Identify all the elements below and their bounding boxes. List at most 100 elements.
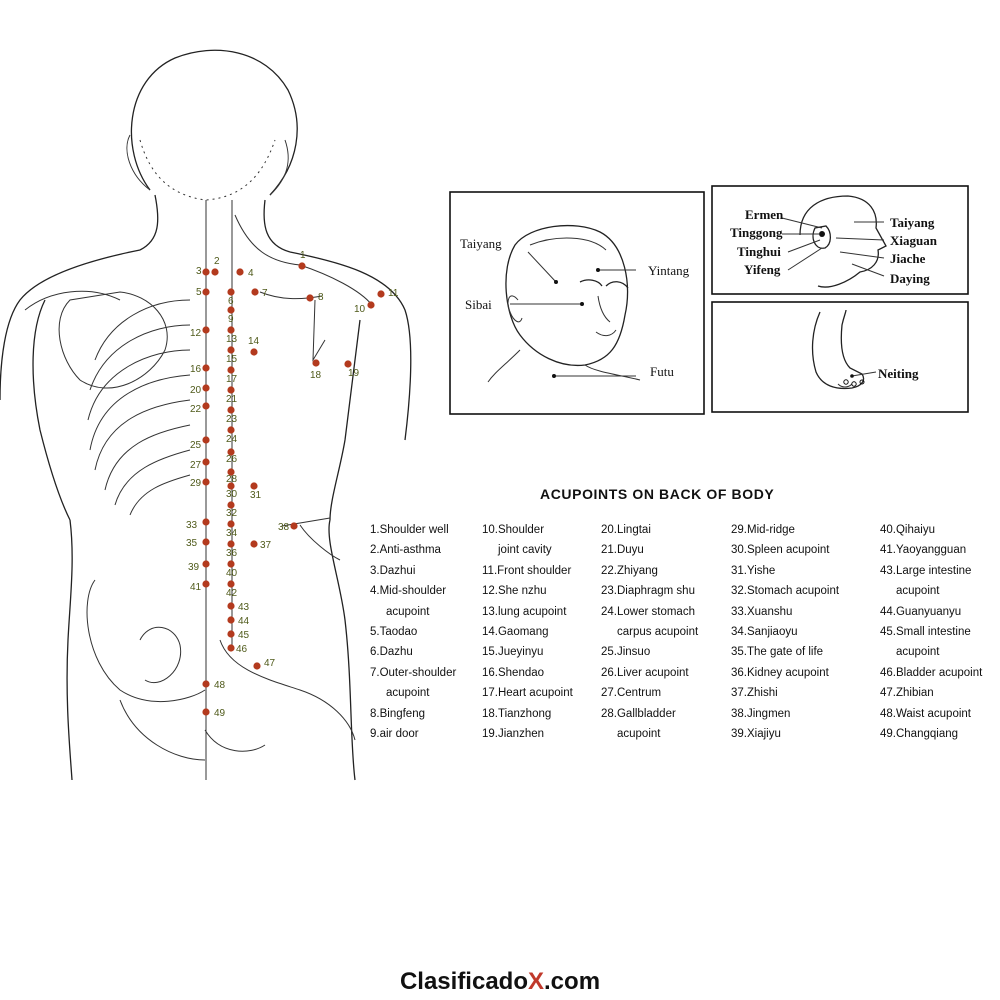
acupoint-11: 11 bbox=[377, 288, 399, 299]
acupoint-41: 41 bbox=[190, 580, 210, 593]
svg-text:35: 35 bbox=[186, 538, 198, 549]
acupoint-39: 39 bbox=[188, 560, 210, 573]
legend-item: 24.Lower stomach bbox=[601, 605, 695, 618]
legend-column-5: 40.Qihaiyu 41.Yaoyangguan 43.Large intes… bbox=[880, 520, 982, 744]
legend-item: 2.Anti-asthma bbox=[370, 544, 441, 557]
legend-item: 48.Waist acupoint bbox=[880, 707, 971, 720]
svg-text:36: 36 bbox=[226, 548, 238, 559]
label-sibai: Sibai bbox=[465, 297, 492, 312]
acupoint-6: 6 bbox=[227, 288, 235, 307]
legend-item: 7.Outer-shoulder bbox=[370, 666, 457, 679]
acupoint-markers: 1 2 3 4 5 6 7 8 9 10 11 12 13 14 15 16 1… bbox=[186, 250, 399, 719]
svg-text:14: 14 bbox=[248, 336, 260, 347]
legend-title: ACUPOINTS ON BACK OF BODY bbox=[540, 486, 775, 502]
legend-item: 16.Shendao bbox=[482, 666, 545, 679]
legend-item: 11.Front shoulder bbox=[482, 564, 572, 577]
svg-text:1: 1 bbox=[300, 250, 306, 261]
legend-item: 36.Kidney acupoint bbox=[731, 666, 829, 679]
svg-text:27: 27 bbox=[190, 460, 202, 471]
legend-item: 21.Duyu bbox=[601, 544, 644, 557]
svg-text:11: 11 bbox=[388, 288, 399, 299]
label-ermen: Ermen bbox=[745, 207, 784, 222]
svg-text:4: 4 bbox=[248, 268, 254, 279]
legend-column-4: 29.Mid-ridge 30.Spleen acupoint 31.Yishe… bbox=[731, 520, 839, 744]
legend-item: 3.Dazhui bbox=[370, 564, 416, 577]
legend-item: 37.Zhishi bbox=[731, 687, 778, 700]
acupoint-44: 44 bbox=[227, 616, 250, 627]
legend-item: 29.Mid-ridge bbox=[731, 524, 795, 536]
svg-text:45: 45 bbox=[238, 630, 250, 641]
legend-item: 33.Xuanshu bbox=[731, 605, 793, 618]
svg-text:22: 22 bbox=[190, 404, 202, 415]
svg-text:41: 41 bbox=[190, 582, 202, 593]
acupoint-27: 27 bbox=[190, 458, 210, 471]
acupoint-13: 13 bbox=[226, 326, 238, 345]
svg-text:15: 15 bbox=[226, 354, 238, 365]
svg-text:42: 42 bbox=[226, 588, 238, 599]
legend-item: 31.Yishe bbox=[731, 564, 776, 577]
legend-item: 18.Tianzhong bbox=[482, 707, 552, 720]
acupoint-21: 21 bbox=[226, 386, 238, 405]
legend-item: joint cavity bbox=[498, 544, 552, 557]
svg-text:16: 16 bbox=[190, 364, 202, 375]
svg-text:25: 25 bbox=[190, 440, 202, 451]
legend-item: 4.Mid-shoulder bbox=[370, 585, 447, 598]
label-taiyang-ear: Taiyang bbox=[890, 215, 935, 230]
svg-text:49: 49 bbox=[214, 708, 226, 719]
acupoint-19: 19 bbox=[344, 360, 360, 379]
legend-item: 6.Dazhu bbox=[370, 646, 413, 659]
acupoint-37: 37 bbox=[250, 540, 272, 551]
svg-text:46: 46 bbox=[236, 644, 248, 655]
label-jiache: Jiache bbox=[890, 251, 926, 266]
acupoint-23: 23 bbox=[226, 406, 238, 425]
legend-column-2: 10.Shoulder joint cavity 11.Front should… bbox=[482, 520, 573, 744]
svg-text:10: 10 bbox=[354, 304, 366, 315]
acupoint-25: 25 bbox=[190, 436, 210, 451]
watermark-brand: ClasificadoX.com bbox=[0, 968, 1000, 996]
legend-item: 27.Centrum bbox=[601, 687, 662, 700]
legend-item: 39.Xiajiyu bbox=[731, 728, 781, 741]
svg-text:26: 26 bbox=[226, 454, 238, 465]
acupoint-43: 43 bbox=[227, 602, 250, 613]
acupoint-24: 24 bbox=[226, 426, 238, 445]
legend-item: 8.Bingfeng bbox=[370, 707, 425, 720]
acupoint-49: 49 bbox=[202, 708, 226, 719]
legend-item: carpus acupoint bbox=[617, 626, 699, 639]
acupoint-38: 38 bbox=[278, 522, 298, 533]
legend-item: acupoint bbox=[386, 605, 430, 618]
svg-text:20: 20 bbox=[190, 385, 202, 396]
legend-item: 14.Gaomang bbox=[482, 626, 549, 639]
legend-item: 25.Jinsuo bbox=[601, 646, 651, 659]
legend-item: 35.The gate of life bbox=[731, 646, 824, 659]
legend-item: 44.Guanyuanyu bbox=[880, 605, 962, 618]
acupoint-4: 4 bbox=[236, 268, 254, 279]
legend-item: acupoint bbox=[617, 728, 661, 741]
label-daying: Daying bbox=[890, 271, 930, 286]
svg-text:7: 7 bbox=[262, 288, 268, 299]
legend-item: acupoint bbox=[896, 646, 940, 659]
svg-text:43: 43 bbox=[238, 602, 250, 613]
acupoint-15: 15 bbox=[226, 346, 238, 365]
legend-item: 46.Bladder acupoint bbox=[880, 666, 983, 679]
legend-column-1: 1.Shoulder well 2.Anti-asthma 3.Dazhui 4… bbox=[370, 520, 456, 744]
svg-text:37: 37 bbox=[260, 540, 272, 551]
legend-item: 30.Spleen acupoint bbox=[731, 544, 830, 557]
svg-text:19: 19 bbox=[348, 368, 360, 379]
legend-item: 9.air door bbox=[370, 728, 419, 741]
acupoint-33: 33 bbox=[186, 518, 210, 531]
brand-part-a: Clasificado bbox=[399, 968, 528, 995]
acupoint-32: 32 bbox=[226, 501, 238, 519]
legend-item: acupoint bbox=[896, 585, 940, 598]
acupoint-30: 30 bbox=[226, 482, 238, 500]
legend-item: 20.Lingtai bbox=[601, 524, 651, 536]
legend-item: 41.Yaoyangguan bbox=[880, 544, 967, 557]
svg-text:32: 32 bbox=[226, 508, 238, 519]
acupoint-8: 8 bbox=[306, 292, 324, 303]
legend-item: 32.Stomach acupoint bbox=[731, 585, 840, 598]
svg-text:29: 29 bbox=[190, 478, 202, 489]
svg-text:12: 12 bbox=[190, 328, 202, 339]
acupoint-31: 31 bbox=[250, 482, 262, 501]
legend-item: 5.Taodao bbox=[370, 626, 418, 639]
legend-item: 38.Jingmen bbox=[731, 707, 791, 720]
legend-item: 12.She nzhu bbox=[482, 585, 547, 598]
